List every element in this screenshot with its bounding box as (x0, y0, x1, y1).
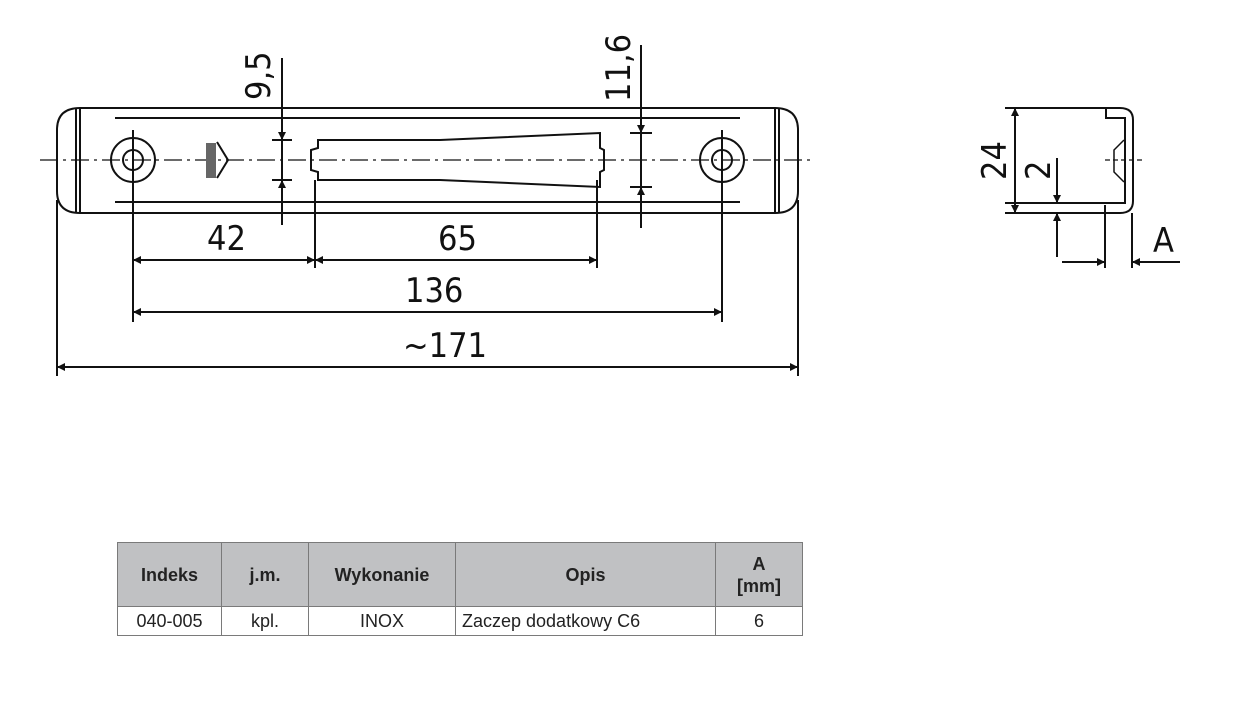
dim-9-5: 9,5 (239, 51, 279, 100)
header-opis: Opis (455, 542, 716, 607)
cell-wykonanie: INOX (308, 606, 456, 636)
dim-2: 2 (1019, 161, 1059, 180)
cell-jm: kpl. (221, 606, 309, 636)
header-jm: j.m. (221, 542, 309, 607)
table-row: 040-005 kpl. INOX Zaczep dodatkowy C6 6 (117, 606, 803, 636)
header-a-unit: [mm] (737, 575, 781, 596)
dim-136: 136 (405, 271, 463, 311)
dim-A: A (1153, 221, 1174, 261)
strike-plate-front-view (40, 107, 815, 214)
dim-171: ~171 (403, 326, 487, 366)
product-table: Indeks j.m. Wykonanie Opis A[mm] 040-005… (117, 542, 803, 636)
cell-indeks: 040-005 (117, 606, 222, 636)
table-header-row: Indeks j.m. Wykonanie Opis A[mm] (117, 542, 803, 607)
dim-42: 42 (207, 219, 246, 259)
header-a: A[mm] (715, 542, 803, 607)
header-wykonanie: Wykonanie (308, 542, 456, 607)
romb-logo (206, 143, 216, 178)
dim-11-6: 11,6 (599, 34, 639, 102)
strike-plate-side-view (1005, 107, 1180, 268)
header-indeks: Indeks (117, 542, 222, 607)
dim-65: 65 (438, 219, 477, 259)
cell-opis: Zaczep dodatkowy C6 (455, 606, 716, 636)
dim-24: 24 (975, 141, 1015, 180)
cell-a: 6 (715, 606, 803, 636)
header-a-label: A (752, 553, 766, 574)
